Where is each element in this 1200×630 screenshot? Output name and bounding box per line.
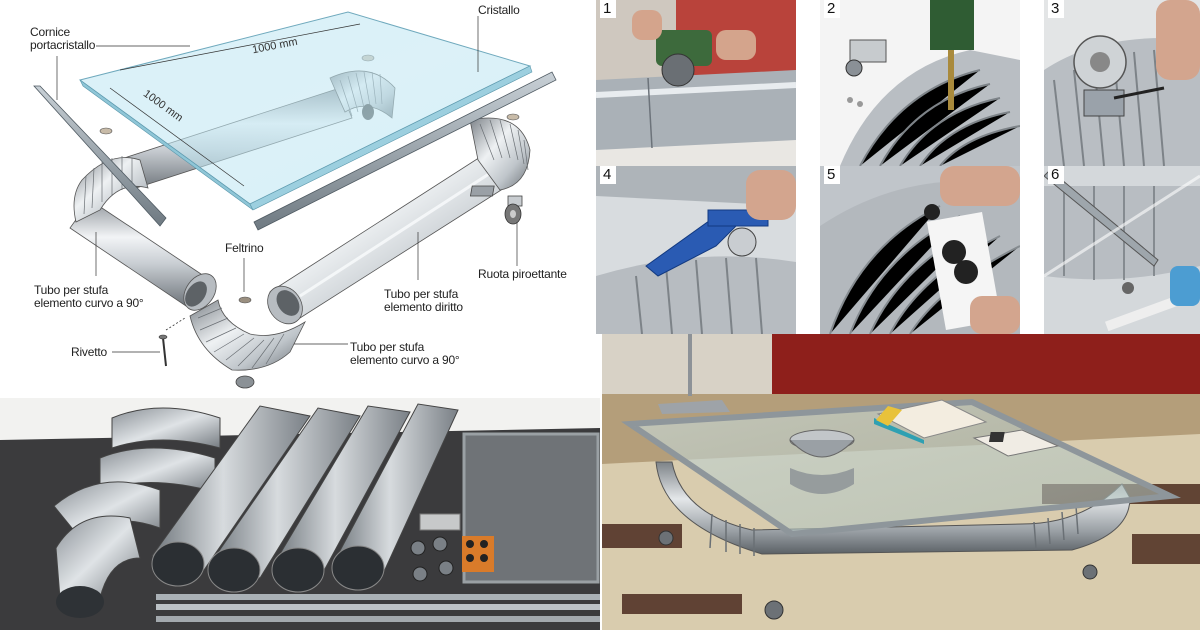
step-photo-1: 1 xyxy=(596,0,796,166)
label-tubo-curvo-left: Tubo per stufa elemento curvo a 90° xyxy=(34,283,144,310)
step-number-1: 1 xyxy=(600,0,617,18)
elbow-front-corner xyxy=(189,296,306,389)
caster-wheel xyxy=(469,185,523,225)
label-cornice: Cornice portacristallo xyxy=(30,25,96,52)
diagram-drawing xyxy=(33,11,557,389)
label-cristallo: Cristallo xyxy=(478,3,520,17)
step-number-5: 5 xyxy=(824,166,841,184)
step-photo-5: 5 xyxy=(820,166,1020,334)
table-glass-top xyxy=(621,398,1182,538)
kit-casters xyxy=(410,536,454,582)
step-photo-4: 4 xyxy=(596,166,796,334)
step-number-2: 2 xyxy=(824,0,841,18)
finished-table-photo xyxy=(602,334,1200,630)
kit-felt-pads xyxy=(462,536,494,572)
label-rivetto: Rivetto xyxy=(71,345,107,359)
floor-lamp xyxy=(688,334,692,396)
step-number-6: 6 xyxy=(1048,166,1065,184)
felt-pad xyxy=(99,127,113,135)
small-book xyxy=(972,429,1060,457)
kit-straight-pipe xyxy=(151,405,311,587)
felt-pad xyxy=(506,113,520,121)
caster xyxy=(1082,564,1098,580)
leader-lines xyxy=(56,16,518,353)
label-tubo-curvo-bottom: Tubo per stufa elemento curvo a 90° xyxy=(350,340,460,367)
caster xyxy=(764,600,784,620)
rivet xyxy=(158,317,186,367)
parts-kit-photo xyxy=(0,398,600,630)
exploded-diagram: Cornice portacristallo Cristallo 1000 mm… xyxy=(0,0,596,398)
step-photo-6: 6 xyxy=(1044,166,1200,334)
kit-frame-rails xyxy=(156,594,600,622)
elbow-back-right xyxy=(469,117,531,191)
label-feltrino: Feltrino xyxy=(225,241,264,255)
kit-elbow xyxy=(55,515,141,618)
open-book xyxy=(874,399,988,444)
kit-straight-pipe xyxy=(271,405,411,593)
step-photo-3: 3 xyxy=(1044,0,1200,166)
frame-rail-right xyxy=(253,71,557,231)
red-sofa xyxy=(772,334,1200,402)
frame-rail-left xyxy=(33,85,167,227)
kit-elbow xyxy=(111,407,221,449)
kit-straight-pipe xyxy=(331,403,459,591)
caster xyxy=(658,530,674,546)
kit-straight-pipe xyxy=(207,407,361,593)
label-tubo-diritto: Tubo per stufa elemento diritto xyxy=(384,287,463,314)
glass-top xyxy=(78,11,533,211)
kit-rivets-bag xyxy=(419,513,461,531)
step-number-4: 4 xyxy=(600,166,617,184)
label-ruota: Ruota piroettante xyxy=(478,267,567,281)
step-number-3: 3 xyxy=(1048,0,1065,18)
metal-bowl xyxy=(789,429,855,494)
step-photo-2: 2 xyxy=(820,0,1020,166)
